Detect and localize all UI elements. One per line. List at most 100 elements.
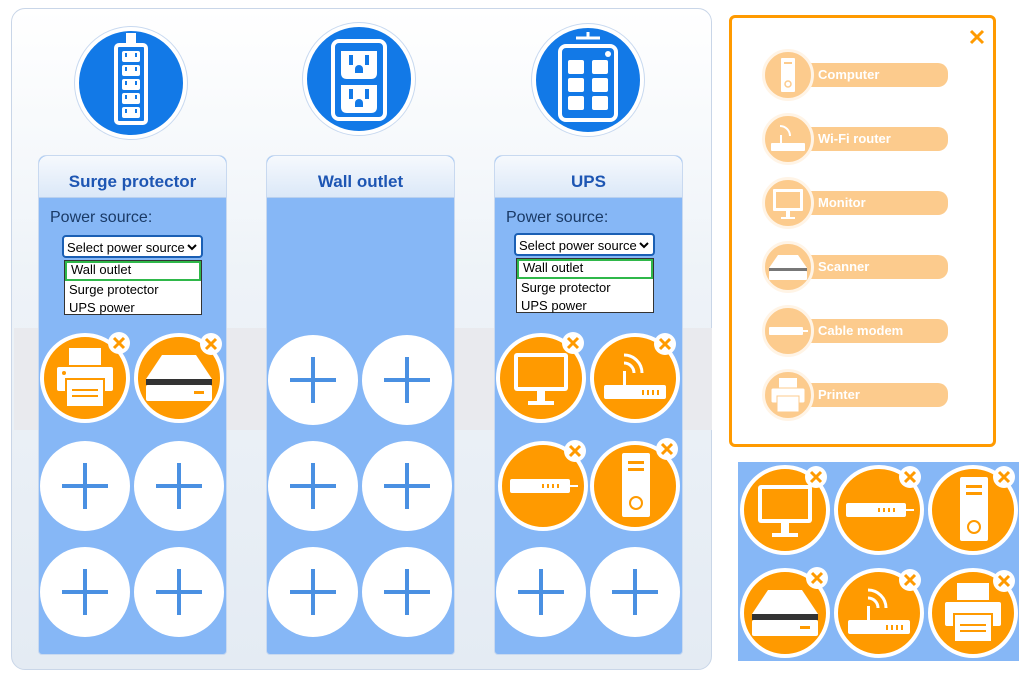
plus-icon (612, 569, 658, 615)
wifi-router-icon (604, 353, 666, 399)
surge-protector-icon (75, 27, 187, 139)
device-item-wifi-router[interactable]: Wi-Fi router (762, 113, 952, 165)
device-item-monitor[interactable]: Monitor (762, 177, 952, 229)
close-icon[interactable] (968, 28, 986, 46)
grid-device-printer[interactable] (928, 568, 1018, 658)
empty-slot[interactable] (40, 547, 130, 637)
device-label: Wi-Fi router (818, 131, 891, 146)
close-icon (997, 470, 1011, 484)
option-surge-protector[interactable]: Surge protector (521, 280, 611, 295)
empty-slot[interactable] (268, 547, 358, 637)
close-icon (112, 336, 126, 350)
remove-device-button[interactable] (564, 440, 586, 462)
plus-icon (290, 463, 336, 509)
empty-slot[interactable] (362, 441, 452, 531)
plus-icon (156, 569, 202, 615)
plus-icon (518, 569, 564, 615)
scanner-icon (146, 355, 212, 401)
printer-icon (55, 348, 115, 408)
empty-slot[interactable] (134, 441, 224, 531)
grid-device-cable-modem[interactable] (834, 465, 924, 555)
device-item-computer[interactable]: Computer (762, 49, 952, 101)
empty-slot[interactable] (496, 547, 586, 637)
remove-device-button[interactable] (805, 466, 827, 488)
empty-slot[interactable] (40, 441, 130, 531)
power-source-select[interactable]: Select power source (514, 233, 655, 256)
cable-modem-icon (769, 327, 808, 335)
power-source-label: Power source: (50, 209, 153, 226)
computer-icon (781, 58, 795, 92)
scanner-icon (769, 255, 807, 280)
grid-device-computer[interactable] (928, 465, 1018, 555)
select-value: Select power source (67, 240, 185, 255)
wifi-router-icon (848, 588, 910, 634)
option-ups-power[interactable]: UPS power (521, 298, 587, 313)
grid-device-scanner[interactable] (740, 568, 830, 658)
remove-device-button[interactable] (108, 332, 130, 354)
close-icon (204, 337, 218, 351)
remove-device-button[interactable] (654, 333, 676, 355)
option-surge-protector[interactable]: Surge protector (69, 282, 159, 297)
column-title: Surge protector (68, 172, 197, 191)
empty-slot[interactable] (268, 335, 358, 425)
column-title: UPS (571, 172, 606, 191)
device-item-scanner[interactable]: Scanner (762, 241, 952, 293)
plus-icon (384, 569, 430, 615)
close-icon (660, 442, 674, 456)
option-ups-power[interactable]: UPS power (69, 300, 135, 315)
column-header: Wall outlet (267, 156, 454, 198)
empty-slot[interactable] (362, 335, 452, 425)
plus-icon (384, 357, 430, 403)
monitor-icon (773, 189, 803, 219)
device-label: Scanner (818, 259, 870, 274)
chevron-down-icon (187, 244, 197, 251)
plus-icon (156, 463, 202, 509)
close-icon (903, 573, 917, 587)
column-header: UPS (495, 156, 682, 198)
monitor-icon (758, 485, 812, 537)
device-item-printer[interactable]: Printer (762, 369, 952, 421)
remove-device-button[interactable] (656, 438, 678, 460)
close-icon (658, 337, 672, 351)
power-source-label: Power source: (506, 209, 609, 226)
wifi-router-icon (771, 125, 805, 151)
remove-device-button[interactable] (993, 570, 1015, 592)
device-label: Cable modem (818, 323, 904, 338)
remove-device-button[interactable] (806, 567, 828, 589)
empty-slot[interactable] (268, 441, 358, 531)
printer-icon (943, 583, 1003, 643)
close-icon (997, 574, 1011, 588)
remove-device-button[interactable] (899, 466, 921, 488)
remove-device-button[interactable] (562, 332, 584, 354)
select-value: Select power source (519, 238, 637, 253)
remove-device-button[interactable] (993, 466, 1015, 488)
wall-outlet-icon (303, 23, 415, 135)
empty-slot[interactable] (134, 547, 224, 637)
plus-icon (384, 463, 430, 509)
remove-device-button[interactable] (200, 333, 222, 355)
plus-icon (62, 569, 108, 615)
close-icon (903, 470, 917, 484)
device-label: Monitor (818, 195, 866, 210)
power-source-select[interactable]: Select power source (62, 235, 203, 258)
option-wall-outlet[interactable]: Wall outlet (65, 261, 201, 281)
remove-device-button[interactable] (899, 569, 921, 591)
slot-scanner[interactable] (134, 333, 224, 423)
empty-slot[interactable] (590, 547, 680, 637)
power-source-options: Wall outlet Surge protector UPS power (516, 258, 654, 313)
device-list-panel: Computer Wi-Fi router Monitor Scanner Ca… (729, 15, 996, 447)
slot-printer[interactable] (40, 333, 130, 423)
grid-device-wifi-router[interactable] (834, 568, 924, 658)
printer-icon (770, 378, 806, 413)
cable-modem-icon (510, 479, 578, 493)
slot-monitor[interactable] (496, 333, 586, 423)
option-wall-outlet[interactable]: Wall outlet (517, 259, 653, 279)
close-icon (809, 470, 823, 484)
computer-icon (622, 453, 650, 517)
empty-slot[interactable] (362, 547, 452, 637)
ups-icon (532, 24, 644, 136)
column-title: Wall outlet (317, 172, 404, 191)
cable-modem-icon (846, 503, 914, 517)
device-label: Printer (818, 387, 860, 402)
device-item-cable-modem[interactable]: Cable modem (762, 305, 952, 357)
